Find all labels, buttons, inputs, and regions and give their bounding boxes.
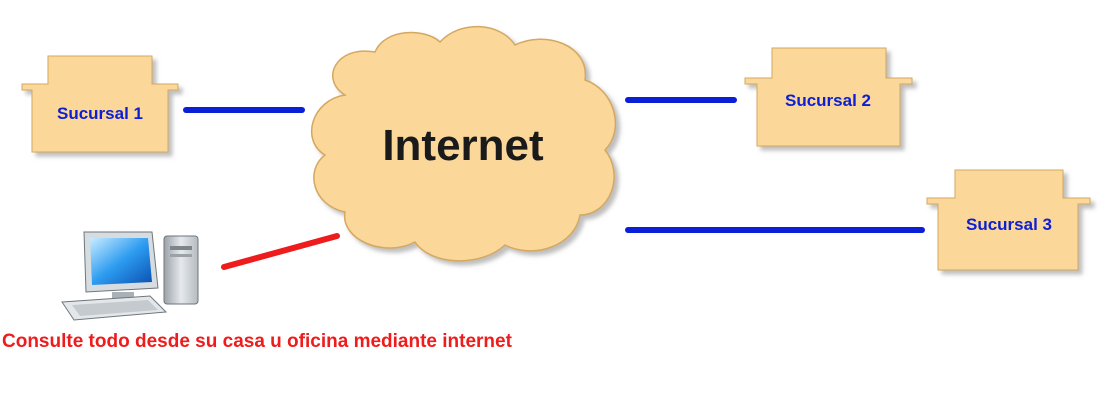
cloud-label: Internet <box>382 121 544 170</box>
branch-label-3: Sucursal 3 <box>966 215 1052 234</box>
desktop-computer-icon <box>62 232 198 320</box>
branch-label-2: Sucursal 2 <box>785 91 871 110</box>
caption-text: Consulte todo desde su casa u oficina me… <box>2 331 513 352</box>
link-remote-computer <box>224 236 337 267</box>
branch-label-1: Sucursal 1 <box>57 104 143 123</box>
